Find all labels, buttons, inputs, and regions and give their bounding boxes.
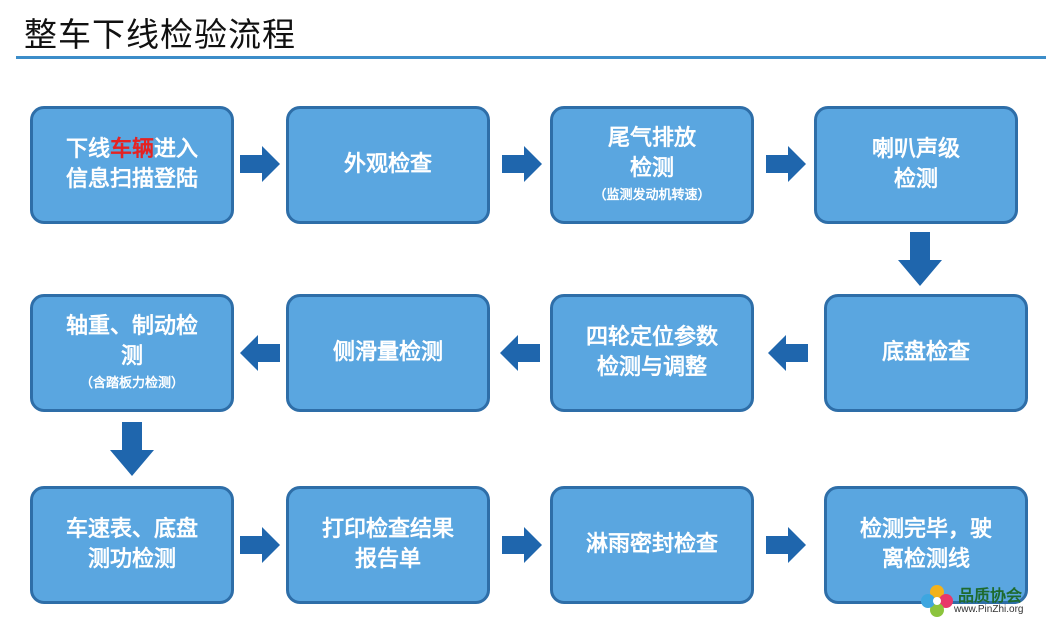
step-box-axle-brake-test: 轴重、制动检 测 （含踏板力检测） — [30, 294, 234, 412]
step-label-line1: 下线车辆进入 — [66, 135, 198, 165]
step-box-appearance-check: 外观检查 — [286, 106, 490, 224]
step-box-exhaust-test: 尾气排放 检测 （监测发动机转速） — [550, 106, 754, 224]
watermark-logo: 品质协会 www.PinZhi.org — [918, 580, 1046, 624]
step-label-line1: 尾气排放 — [607, 126, 696, 151]
step-label-line1: 车速表、底盘 — [65, 517, 198, 542]
step-box-print-report: 打印检查结果 报告单 — [286, 486, 490, 604]
step-box-finish: 检测完毕，驶 离检测线 — [824, 486, 1028, 604]
step-box-speedometer-test: 车速表、底盘 测功检测 — [30, 486, 234, 604]
arrow-left-icon — [500, 335, 540, 371]
step-label-line2: 检测与调整 — [596, 355, 707, 380]
arrow-left-icon — [768, 335, 808, 371]
arrow-right-icon — [240, 146, 280, 182]
step-label-line2: 检测 — [893, 167, 938, 192]
flower-logo-icon — [921, 585, 953, 617]
step-label-line2: 报告单 — [354, 547, 421, 572]
step-label-pre: 下线 — [65, 137, 110, 162]
logo-url: www.PinZhi.org — [954, 604, 1024, 615]
step-label-post: 进入 — [154, 137, 199, 162]
arrow-down-icon — [898, 232, 942, 286]
step-box-wheel-alignment: 四轮定位参数 检测与调整 — [550, 294, 754, 412]
step-label-line2: 测功检测 — [87, 547, 176, 572]
arrow-down-icon — [110, 422, 154, 476]
step-label-highlight: 车辆 — [109, 137, 154, 162]
step-label-line1: 侧滑量检测 — [332, 340, 443, 365]
step-box-horn-test: 喇叭声级 检测 — [814, 106, 1018, 224]
step-label-line1: 轴重、制动检 — [65, 314, 198, 339]
step-label-line1: 喇叭声级 — [871, 137, 960, 162]
arrow-right-icon — [502, 146, 542, 182]
step-box-rain-seal-check: 淋雨密封检查 — [550, 486, 754, 604]
step-box-sideslip-test: 侧滑量检测 — [286, 294, 490, 412]
step-note: （监测发动机转速） — [593, 188, 711, 203]
step-label-line1: 底盘检查 — [881, 340, 970, 365]
step-label-line1: 检测完毕，驶 — [859, 517, 992, 542]
step-note: （含踏板力检测） — [79, 376, 184, 391]
arrow-left-icon — [240, 335, 280, 371]
step-box-chassis-check: 底盘检查 — [824, 294, 1028, 412]
arrow-right-icon — [766, 527, 806, 563]
arrow-right-icon — [502, 527, 542, 563]
step-label-line2: 离检测线 — [881, 547, 970, 572]
logo-name: 品质协会 — [958, 586, 1023, 605]
step-label-line2: 检测 — [629, 156, 674, 181]
step-label-line1: 淋雨密封检查 — [585, 532, 718, 557]
title-underline — [16, 56, 1046, 59]
step-label-line2: 信息扫描登陆 — [65, 167, 198, 192]
arrow-right-icon — [240, 527, 280, 563]
step-label-line1: 打印检查结果 — [321, 517, 454, 542]
page-title: 整车下线检验流程 — [24, 15, 296, 54]
arrow-right-icon — [766, 146, 806, 182]
step-label-line1: 四轮定位参数 — [585, 325, 718, 350]
step-label-line1: 外观检查 — [343, 152, 432, 177]
step-label-line2: 测 — [120, 344, 143, 369]
step-box-vehicle-scan: 下线车辆进入 信息扫描登陆 — [30, 106, 234, 224]
